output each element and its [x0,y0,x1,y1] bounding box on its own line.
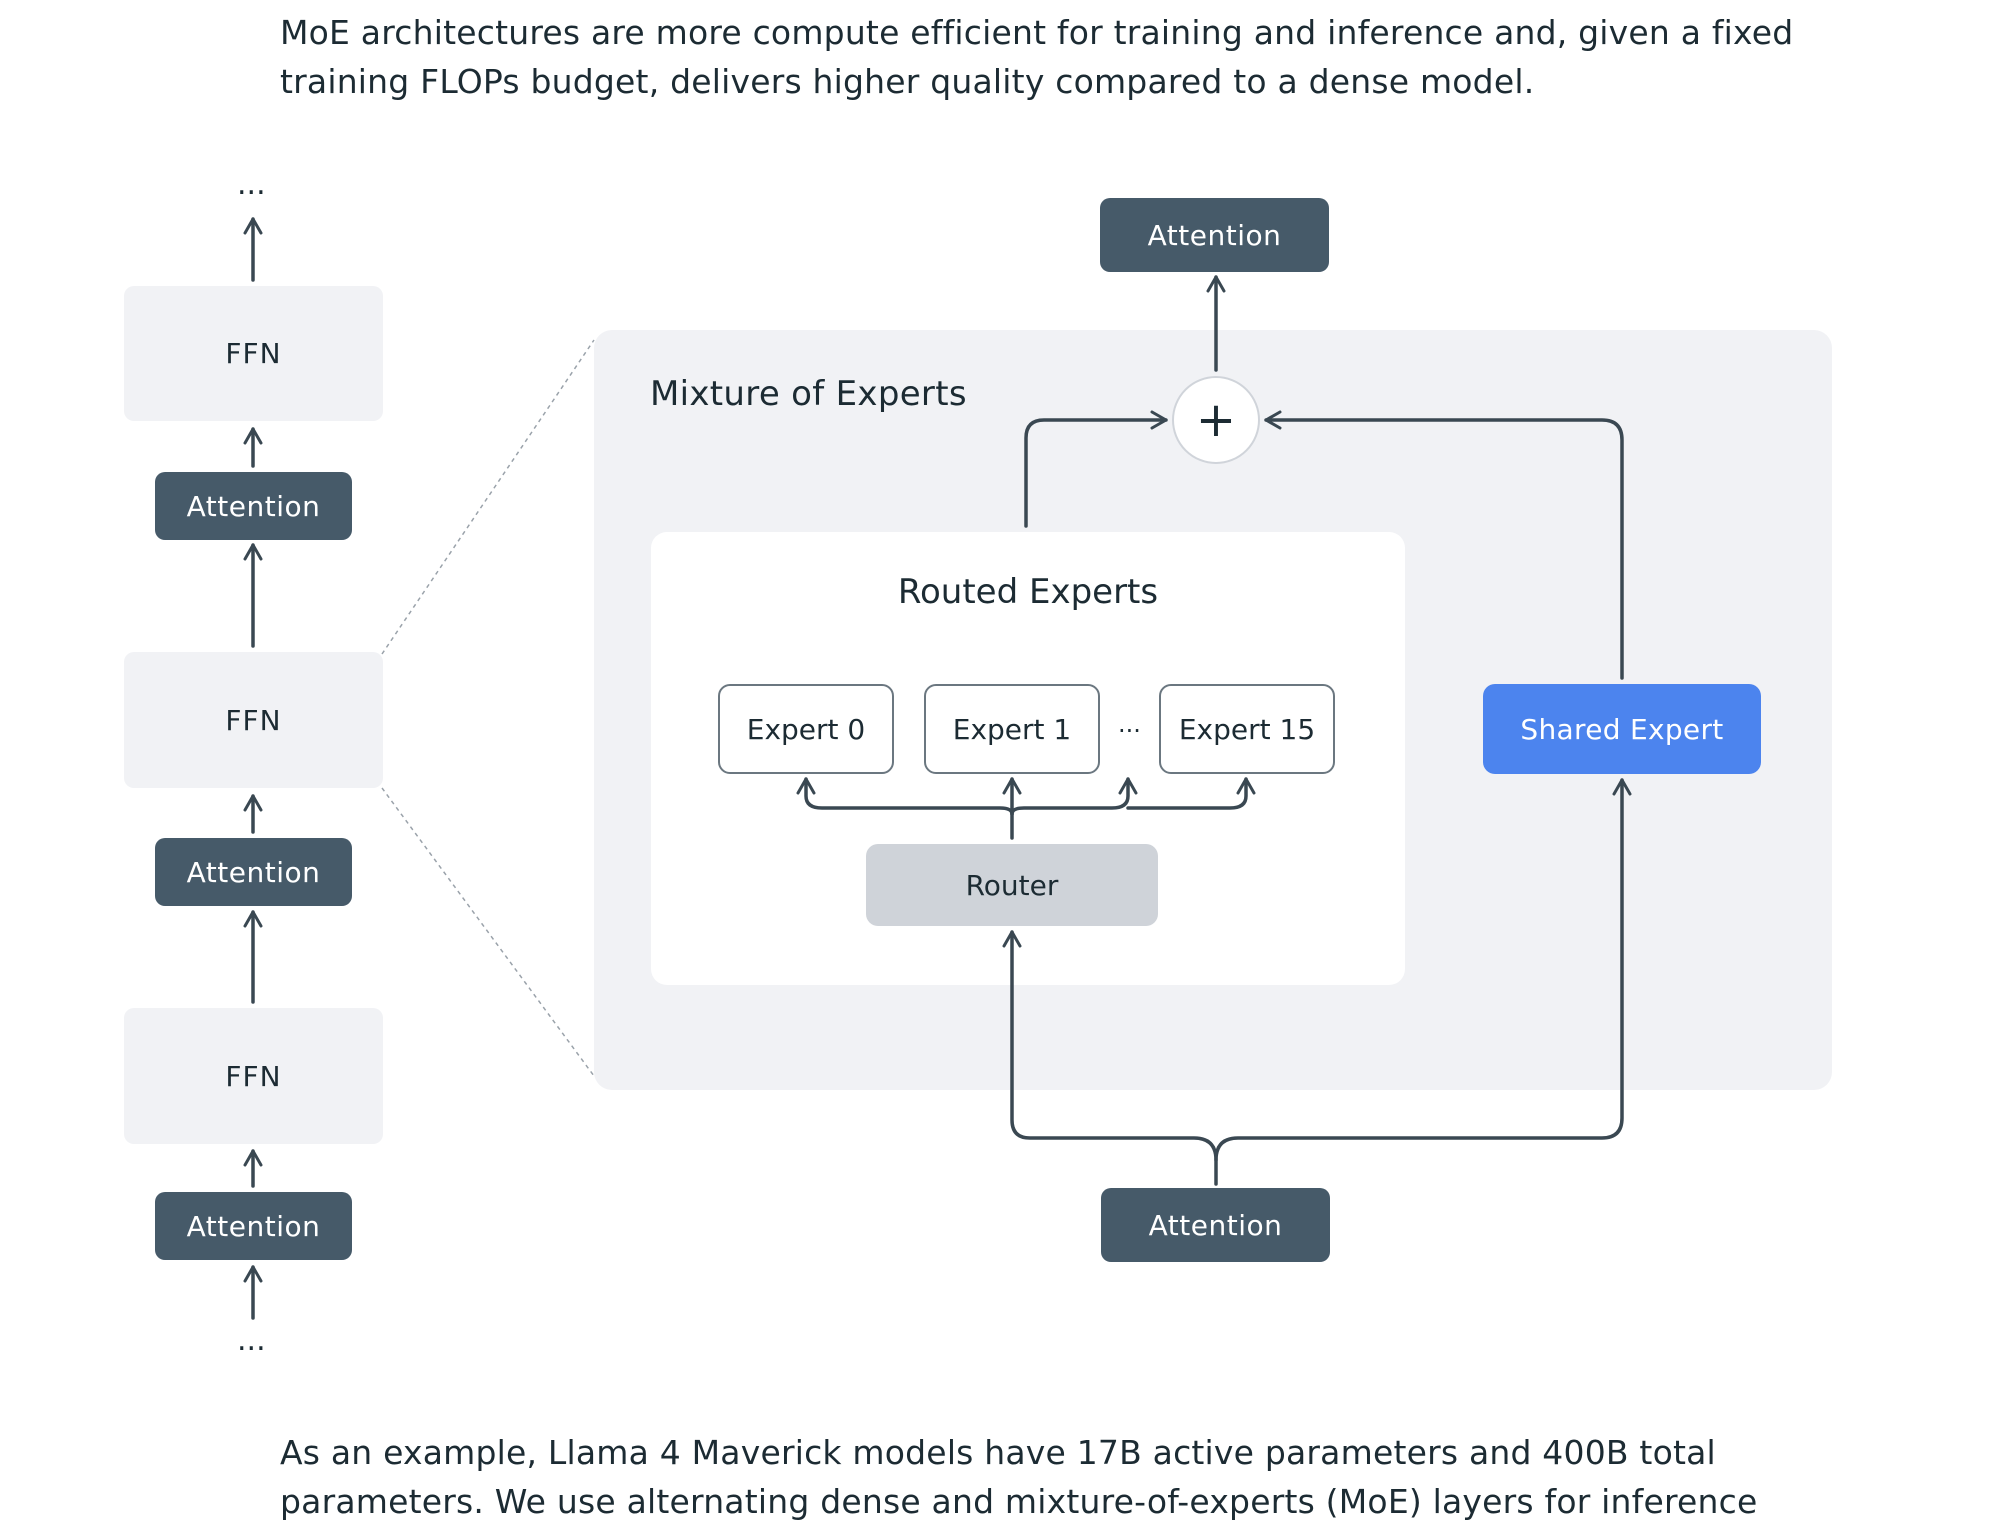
experts-ellipsis: ... [1118,710,1141,738]
ffn-block-moe: FFN [124,652,383,788]
intro-line-2: training FLOPs budget, delivers higher q… [280,62,1535,101]
routed-to-sum-wire [1024,410,1168,528]
ffn-block: FFN [124,286,383,421]
outro-paragraph: As an example, Llama 4 Maverick models h… [280,1428,1758,1526]
router-to-expert-wire [1126,777,1256,810]
attention-block: Attention [155,472,352,540]
router-to-expert-wire [1010,777,1138,816]
attention-split-wire [1214,778,1632,1162]
outro-line-2: parameters. We use alternating dense and… [280,1482,1758,1521]
expert-0: Expert 0 [718,684,894,774]
stack-bottom-ellipsis: ... [237,1323,266,1358]
zoom-guide-line [381,787,595,1077]
expert-15: Expert 15 [1159,684,1335,774]
shared-expert-block: Shared Expert [1483,684,1761,774]
intro-line-1: MoE architectures are more compute effic… [280,13,1794,52]
routed-experts-title: Routed Experts [897,572,1159,612]
stack-top-ellipsis: ... [237,167,266,202]
shared-to-sum-wire [1264,410,1624,680]
attention-block: Attention [155,1192,352,1260]
ffn-block: FFN [124,1008,383,1144]
attention-split-wire [1002,930,1218,1186]
router-block: Router [866,844,1158,926]
intro-paragraph: MoE architectures are more compute effic… [280,8,1794,106]
outro-line-1: As an example, Llama 4 Maverick models h… [280,1433,1716,1472]
moe-title: Mixture of Experts [650,374,967,414]
attention-bottom-block: Attention [1101,1188,1330,1262]
sum-node: + [1172,376,1260,464]
attention-top-block: Attention [1100,198,1329,272]
expert-1: Expert 1 [924,684,1100,774]
zoom-guide-line [381,339,595,655]
router-to-expert-wire [796,777,1014,816]
attention-block: Attention [155,838,352,906]
